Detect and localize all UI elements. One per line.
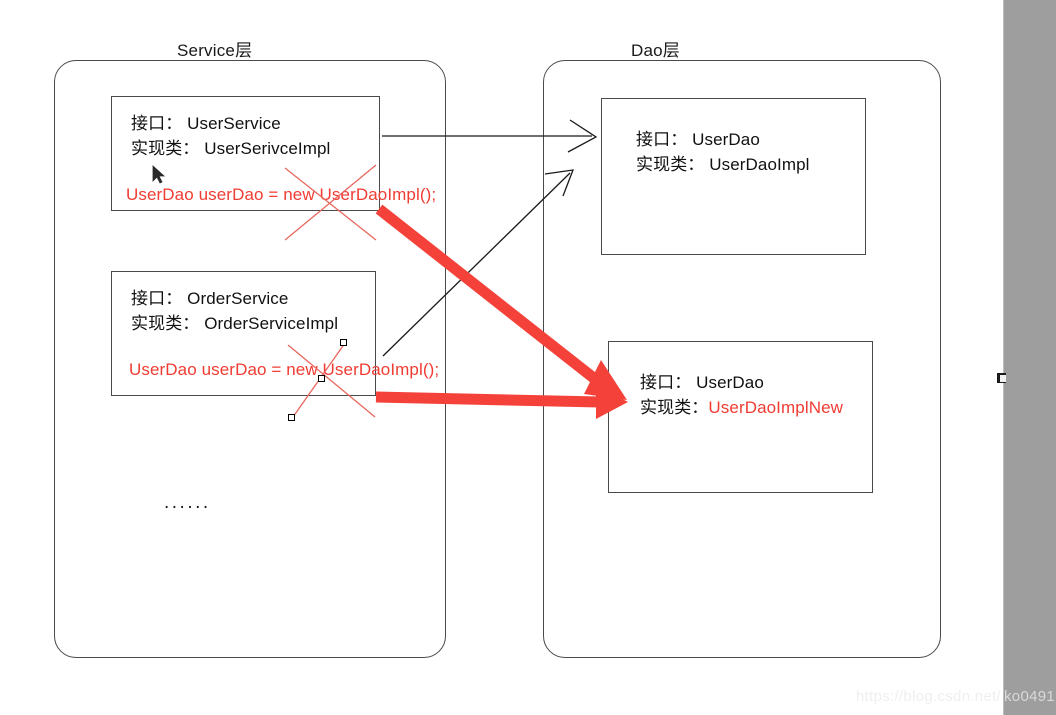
userservice-interface-line: 接口： UserService [131, 114, 281, 133]
selection-handle-top[interactable] [340, 339, 347, 346]
watermark-url-light: https://blog.csdn.net/ [856, 688, 1002, 705]
userdao-impl-label: 实现类： [636, 155, 710, 174]
orderservice-interface-line: 接口： OrderService [131, 289, 289, 308]
userdao-impl-line: 实现类： UserDaoImpl [636, 150, 810, 175]
userservice-code-line: UserDao userDao = new UserDaoImpl(); [126, 185, 437, 204]
userdao-impl-value: UserDaoImpl [709, 155, 810, 174]
service-layer-title: Service层 [177, 41, 253, 60]
selection-handle-bottom[interactable] [288, 414, 295, 421]
dao-box-userdao-implnew[interactable]: 接口： UserDao 实现类：UserDaoImplNew [608, 341, 873, 493]
userdao-interface-line: 接口： UserDao [636, 130, 760, 149]
dao-layer-title: Dao层 [631, 41, 680, 60]
selection-handle-middle[interactable] [318, 375, 325, 382]
orderservice-impl-line: 实现类： OrderServiceImpl [131, 314, 339, 333]
service-box-orderservice[interactable]: 接口： OrderService 实现类： OrderServiceImpl U… [111, 271, 439, 396]
dao-box-userdao-impl[interactable]: 接口： UserDao 实现类： UserDaoImpl [601, 98, 866, 255]
gutter-divider [1003, 0, 1004, 715]
orderservice-code-line: UserDao userDao = new UserDaoImpl(); [129, 360, 440, 379]
right-gray-panel [1003, 0, 1056, 715]
service-box-userservice[interactable]: 接口： UserService 实现类： UserSerivceImpl Use… [111, 96, 436, 211]
userdaonew-impl-line: 实现类：UserDaoImplNew [640, 393, 843, 418]
userdaonew-impl-label: 实现类： [640, 398, 709, 417]
scrollbar-thumb-inner [1000, 375, 1006, 382]
userdaonew-interface-line: 接口： UserDao [640, 373, 764, 392]
userservice-impl-line: 实现类： UserSerivceImpl [131, 139, 331, 158]
mouse-cursor-icon [152, 165, 166, 184]
service-ellipsis: ...... [164, 492, 211, 513]
userdaonew-impl-value: UserDaoImplNew [708, 398, 844, 417]
watermark-url-suffix: ko0491 [1004, 688, 1056, 705]
